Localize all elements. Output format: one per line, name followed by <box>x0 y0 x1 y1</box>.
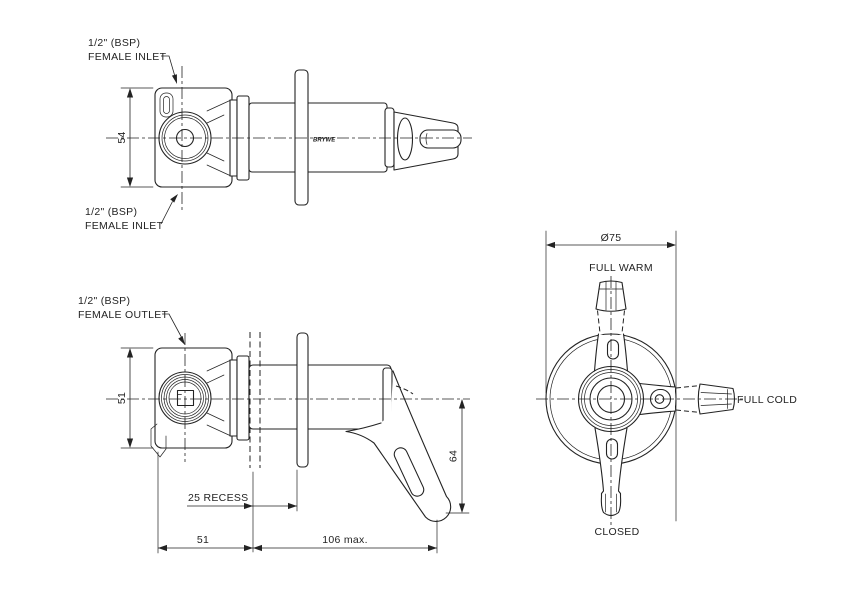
view-front: Ø75 FULL WARM FULL COLD CLOSED <box>536 230 797 538</box>
dim-projection-text: 106 max. <box>322 534 368 546</box>
full-warm-label: FULL WARM <box>589 262 653 274</box>
dimension-25-recess: 25 RECESS <box>187 469 298 553</box>
dim-depth-text: 51 <box>197 534 209 546</box>
mounting-lug <box>150 423 167 458</box>
svg-text:FEMALE INLET: FEMALE INLET <box>88 51 167 63</box>
brand-mark: BRYWE <box>313 138 336 144</box>
body-neck <box>206 359 232 437</box>
dim-recess-text: 25 RECESS <box>188 492 248 504</box>
dimension-51-height: 51 <box>116 347 154 449</box>
leader-arrow <box>178 336 185 345</box>
wall-line-hidden <box>249 332 261 468</box>
leader-arrow <box>170 194 178 203</box>
escutcheon-plate <box>296 332 309 468</box>
dimension-bottom-chain: 51 106 max. <box>157 451 438 554</box>
view-side-open: 1/2" (BSP) FEMALE OUTLET 51 64 25 RECESS <box>78 295 470 554</box>
lever-open <box>345 370 452 522</box>
svg-text:FEMALE INLET: FEMALE INLET <box>85 220 164 232</box>
gland-collar <box>229 359 238 437</box>
lever-slot <box>605 438 619 460</box>
valve-barrel <box>248 364 392 430</box>
body-slot <box>159 92 174 118</box>
spindle-square <box>176 389 195 407</box>
dimension-64: 64 <box>445 399 470 514</box>
view-side-closed: BRYWE 54 1/2" (BSP) FEMALE INLET 1/2" (B… <box>85 37 472 232</box>
full-cold-label: FULL COLD <box>737 394 797 406</box>
lever-grip-tip <box>419 129 462 149</box>
body-neck <box>206 99 232 177</box>
dimension-diameter-75: Ø75 <box>545 230 677 522</box>
dimension-54: 54 <box>116 87 154 188</box>
leader-arrow <box>171 74 177 84</box>
svg-text:FEMALE OUTLET: FEMALE OUTLET <box>78 309 169 321</box>
dim-54-text: 54 <box>116 131 128 143</box>
dim-64-text: 64 <box>448 450 460 462</box>
svg-text:1/2" (BSP): 1/2" (BSP) <box>85 206 137 218</box>
barrel-cap <box>384 107 395 168</box>
lever-slot <box>606 339 620 360</box>
svg-text:1/2" (BSP): 1/2" (BSP) <box>88 37 140 49</box>
escutcheon-plate <box>294 69 309 206</box>
outlet-label: 1/2" (BSP) FEMALE OUTLET <box>78 295 185 345</box>
closed-label: CLOSED <box>595 526 640 538</box>
inlet-label-top: 1/2" (BSP) FEMALE INLET <box>88 37 177 84</box>
lever-slot <box>393 447 425 497</box>
inlet-label-bottom: 1/2" (BSP) FEMALE INLET <box>85 194 178 232</box>
dim-51-text: 51 <box>116 392 128 404</box>
dim-diameter-text: Ø75 <box>601 232 622 244</box>
svg-text:1/2" (BSP): 1/2" (BSP) <box>78 295 130 307</box>
